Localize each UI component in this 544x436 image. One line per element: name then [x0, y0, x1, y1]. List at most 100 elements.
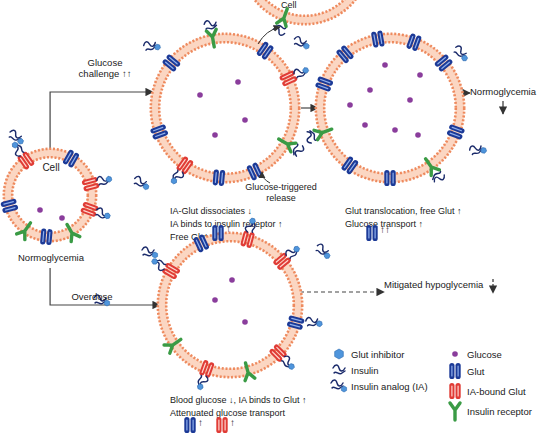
- insulin-molecule: [431, 170, 446, 184]
- glucose-dot: [367, 87, 373, 93]
- annotation-text: ↑: [230, 417, 235, 429]
- glut-inhibitor: [143, 183, 150, 190]
- insulin-molecule: [305, 316, 318, 327]
- insulin-molecule: [152, 258, 167, 272]
- insulin-molecule: [204, 19, 217, 30]
- insulin-molecule: [204, 19, 217, 30]
- glut-inhibitor: [104, 212, 111, 219]
- glucose-dot: [235, 79, 241, 85]
- cell-membrane: [241, 0, 369, 24]
- glut-inhibitor: [303, 43, 309, 50]
- insulin-receptor: [450, 403, 460, 420]
- ia-bound-glut: [216, 417, 221, 433]
- cell: Cell: [255, 0, 355, 24]
- legend-swatch: [330, 361, 348, 379]
- insulin-molecule: [197, 374, 209, 388]
- legend-item: Insulin receptor: [446, 402, 532, 420]
- glucose-dot: [347, 102, 353, 108]
- illustration-arrow: [502, 101, 503, 114]
- ia-bound-glut: [458, 386, 459, 397]
- node-text: Normoglycemia: [470, 86, 536, 97]
- node-text: IA-Glut dissociates ↓: [170, 206, 252, 217]
- annotation-text: ↑: [226, 223, 231, 235]
- ia-bound-glut: [451, 386, 452, 397]
- cell-membrane: [155, 38, 295, 178]
- legend-item: IA-bound Glut: [446, 382, 526, 400]
- insulin-molecule: [304, 130, 316, 144]
- legend-item: Insulin analog (IA): [330, 377, 428, 395]
- insulin-analog: [142, 247, 158, 258]
- legend-text: Insulin: [351, 365, 378, 376]
- insulin-molecule: [293, 66, 308, 79]
- insulin-molecule: [272, 24, 286, 36]
- insulin-molecule: [293, 36, 306, 47]
- legend-text: Glucose: [467, 349, 502, 360]
- glut-inhibitor: [151, 258, 159, 266]
- glucose-dot: [59, 215, 65, 221]
- insulin-molecule: [469, 143, 483, 155]
- insulin-molecule: [453, 45, 468, 59]
- legend-item: Insulin: [330, 361, 378, 379]
- insulin-molecule: [315, 243, 330, 256]
- edge-label: Overdose: [62, 291, 122, 302]
- outcome-box: Mitigated hypoglycemia: [384, 279, 488, 292]
- cell-membrane: [4, 149, 96, 241]
- glut-transporter: [456, 363, 461, 379]
- legend-swatch: [446, 382, 464, 400]
- insulin-molecule: [272, 24, 286, 36]
- legend-item: Glut: [446, 362, 484, 380]
- node-text: Mitigated hypoglycemia: [384, 279, 483, 290]
- glut-inhibitor: [293, 245, 301, 253]
- cell-membrane: [159, 42, 291, 174]
- ia-bound-glut: [225, 420, 226, 431]
- glucose-dot: [415, 132, 421, 138]
- insulin-molecule: [305, 316, 318, 327]
- cell-membrane: [158, 233, 302, 377]
- insulin-molecule: [280, 354, 295, 369]
- insulin-molecule: [95, 207, 109, 219]
- insulin-molecule: [143, 40, 157, 52]
- insulin-molecule: [284, 245, 299, 260]
- annotation-text: Glucose-triggered release: [236, 182, 326, 204]
- glut-transporter: [458, 366, 459, 377]
- insulin-molecule: [8, 129, 22, 141]
- glucose-dot: [392, 127, 398, 133]
- insulin-molecule: [143, 40, 157, 52]
- glut-inhibitor: [461, 54, 469, 62]
- insulin-molecule: [96, 174, 110, 186]
- insulin-molecule: [284, 245, 299, 260]
- glucose-dot: [242, 319, 248, 325]
- insulin-molecule: [8, 129, 22, 141]
- glut-inhibitor: [302, 67, 309, 75]
- glut-inhibitor: [197, 383, 204, 390]
- illustration-arrow: [258, 27, 503, 293]
- glut-transporter: [451, 366, 452, 377]
- ia-bound-glut: [449, 383, 454, 399]
- insulin-molecule: [133, 176, 147, 188]
- glut-transporter: [368, 228, 369, 239]
- cell-membrane: [4, 149, 96, 241]
- cell-membrane: [151, 34, 299, 182]
- cell: IA-Glut dissociates ↓IA binds to insulin…: [153, 36, 301, 241]
- glucose-dot: [407, 97, 413, 103]
- node-text: Attenuated glucose transport: [170, 408, 285, 419]
- glucose-dot: [362, 122, 368, 128]
- node-text: Cell: [281, 0, 297, 11]
- glut-inhibitor: [106, 176, 113, 183]
- cell: Blood glucose ↓, IA binds to Glut ↑Atten…: [160, 235, 300, 435]
- insulin-analog: [143, 39, 161, 54]
- legend-swatch: [446, 402, 464, 420]
- legend-text: Glut: [467, 366, 484, 377]
- insulin-molecule: [142, 247, 154, 256]
- insulin-molecule: [133, 176, 147, 188]
- legend-swatch: [446, 345, 464, 363]
- insulin-analog: [469, 142, 487, 158]
- legend-swatch: [330, 377, 348, 395]
- cell-membrane: [162, 237, 298, 373]
- glut-inhibitor: [152, 252, 157, 258]
- cell-membrane: [158, 233, 302, 377]
- illustration-arrow: [492, 279, 493, 293]
- glucose-dot: [212, 297, 218, 303]
- insulin-molecule: [197, 374, 209, 388]
